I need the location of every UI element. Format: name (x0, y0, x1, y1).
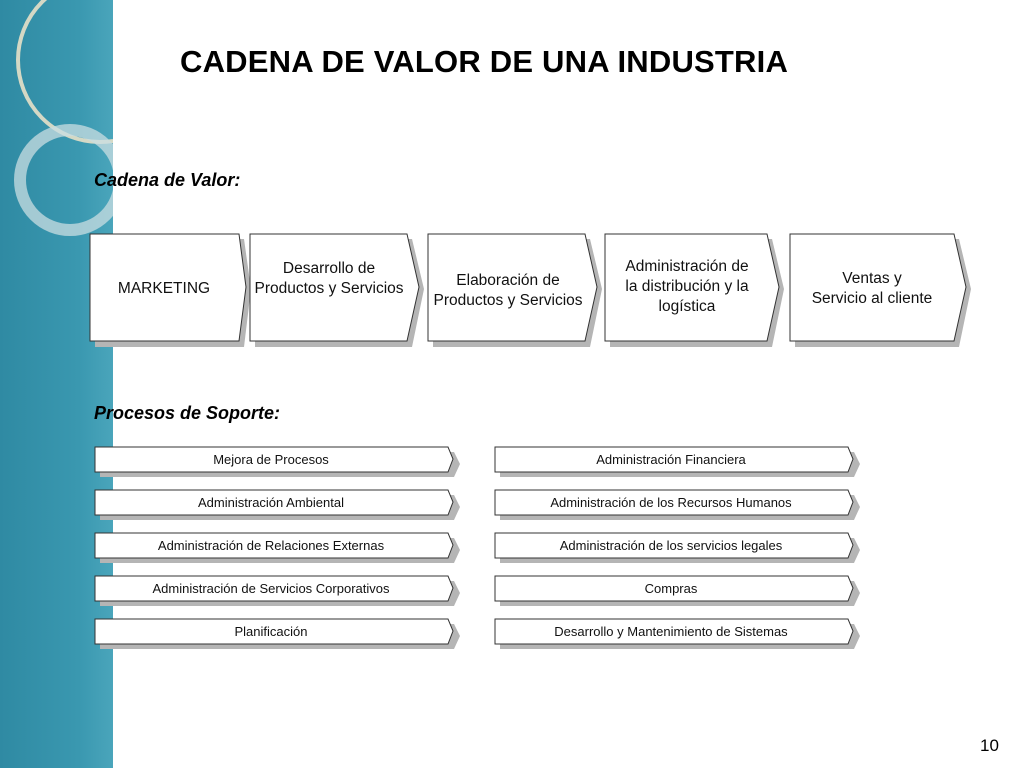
support-bar: Compras (494, 575, 860, 606)
support-bar: Administración Ambiental (94, 489, 460, 520)
support-bar: Administración de Servicios Corporativos (94, 575, 460, 606)
value-chain-label: Cadena de Valor: (94, 170, 241, 190)
support-bar-label: Desarrollo y Mantenimiento de Sistemas (554, 623, 788, 639)
support-bar-label: Administración de Servicios Corporativos (152, 580, 390, 596)
support-bar: Planificación (94, 618, 460, 649)
support-bar: Mejora de Procesos (94, 446, 460, 477)
support-bar: Administración de los servicios legales (494, 532, 860, 563)
support-bar-label: Planificación (234, 623, 308, 639)
support-bar-label: Administración Ambiental (198, 494, 344, 510)
sidebar-band (0, 0, 113, 768)
chain-step-label: MARKETING (117, 280, 211, 297)
support-bar-label: Mejora de Procesos (213, 451, 329, 467)
decorative-circles-icon (14, 0, 113, 236)
support-bar-label: Administración Financiera (596, 451, 746, 467)
page-title: CADENA DE VALOR DE UNA INDUSTRIA (180, 44, 789, 79)
support-bar-label: Administración de Relaciones Externas (157, 537, 385, 553)
support-bar: Administración de Relaciones Externas (94, 532, 460, 563)
support-bar: Desarrollo y Mantenimiento de Sistemas (494, 618, 860, 649)
support-processes-label: Procesos de Soporte: (94, 403, 281, 423)
page-number: 10 (980, 736, 999, 755)
support-bar-label: Administración de los servicios legales (559, 537, 783, 553)
chain-step-marketing: MARKETING (89, 233, 251, 347)
support-bar: Administración de los Recursos Humanos (494, 489, 860, 520)
support-bar-label: Compras (644, 580, 698, 596)
support-bar: Administración Financiera (494, 446, 860, 477)
support-bar-label: Administración de los Recursos Humanos (550, 494, 792, 510)
